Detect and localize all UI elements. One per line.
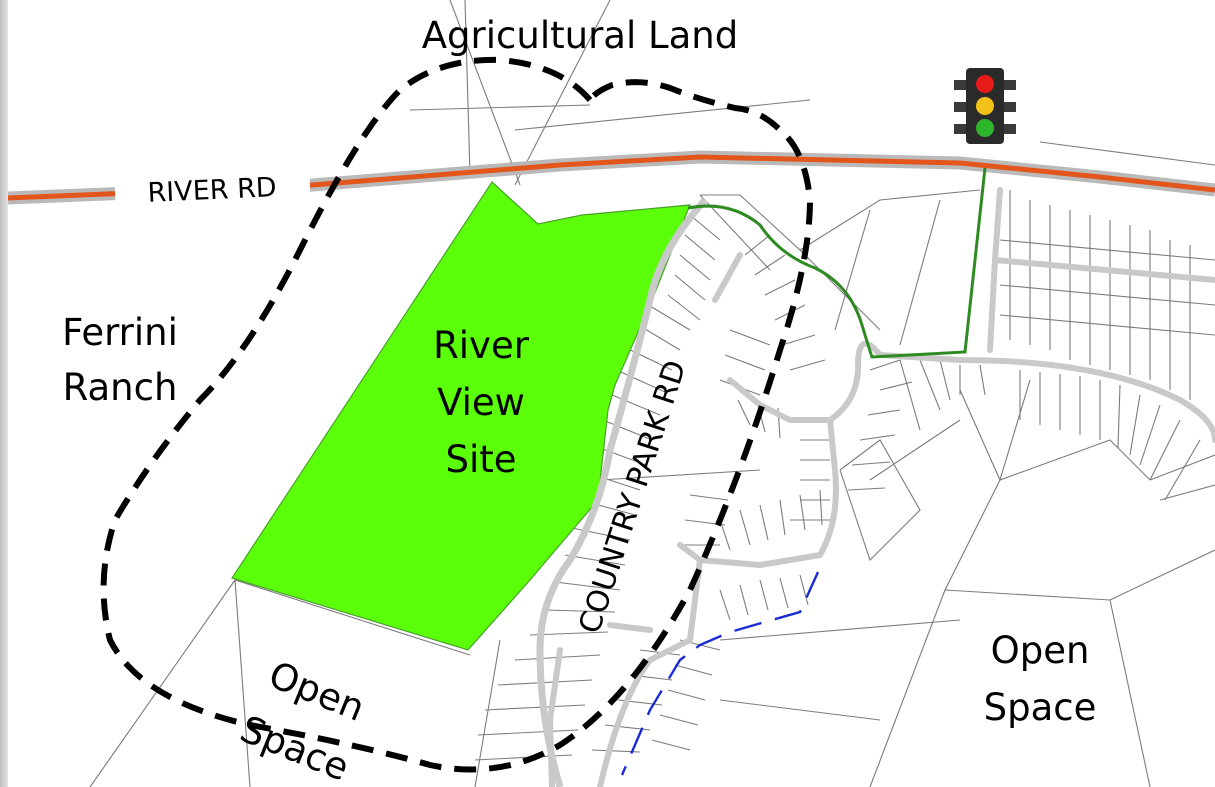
label-agricultural-land: Agricultural Land xyxy=(422,14,738,57)
traffic-light-icon xyxy=(954,68,1016,144)
study-area-boundary xyxy=(100,56,814,773)
label-site-line2: View xyxy=(437,381,525,424)
local-roads xyxy=(547,187,1215,787)
site-map: Agricultural Land RIVER RD Ferrini Ranch… xyxy=(8,0,1215,787)
label-site-line1: River xyxy=(433,324,530,367)
label-river-rd: RIVER RD xyxy=(147,172,277,209)
parcel-boundaries xyxy=(89,0,1215,787)
access-route xyxy=(687,167,987,359)
creek xyxy=(620,571,820,776)
map-canvas: Agricultural Land RIVER RD Ferrini Ranch… xyxy=(8,0,1215,787)
country-park-rd xyxy=(536,197,708,787)
river-view-site-parcel xyxy=(231,181,691,651)
label-ferrini-ranch-line2: Ranch xyxy=(63,366,178,409)
label-ferrini-ranch-line1: Ferrini xyxy=(62,311,178,354)
label-site-line3: Site xyxy=(445,438,516,481)
label-open-space-right-line2: Space xyxy=(984,686,1097,729)
label-river-rd-group: RIVER RD xyxy=(114,167,311,211)
label-open-space-right-line1: Open xyxy=(991,629,1090,672)
